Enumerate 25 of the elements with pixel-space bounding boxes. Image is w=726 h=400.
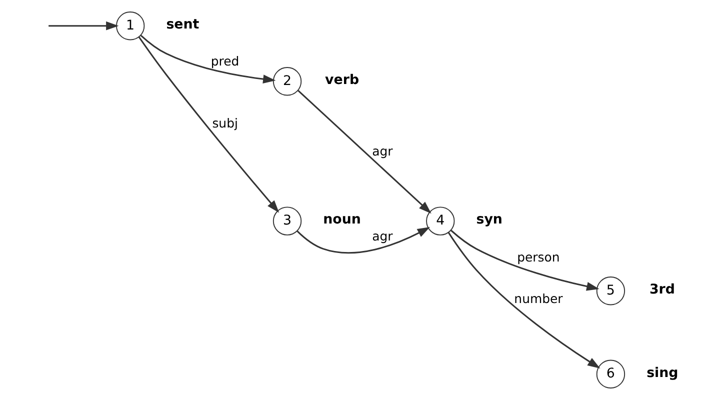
node-label: syn — [476, 212, 502, 228]
edge-label: number — [514, 290, 563, 306]
node-circle: 2 — [272, 66, 302, 96]
arrow — [48, 21, 119, 30]
node-label: sent — [166, 17, 200, 32]
edge-label: subj — [212, 116, 238, 131]
edge-label: agr — [372, 228, 393, 244]
node-label: verb — [325, 72, 360, 88]
edge-label: agr — [372, 143, 393, 158]
node-label: noun — [323, 212, 361, 228]
node-circle: 4 — [426, 206, 455, 236]
node-circle: 6 — [596, 360, 626, 389]
arrow — [138, 36, 280, 213]
edge-label: person — [517, 250, 560, 265]
node-label: 3rd — [649, 282, 675, 298]
arrow — [450, 230, 600, 291]
arrow — [296, 226, 430, 254]
arrow — [140, 34, 276, 84]
node-circle: 3 — [272, 206, 302, 236]
arrow — [298, 90, 432, 214]
arrow — [448, 232, 600, 368]
edge-label: pred — [210, 53, 240, 68]
node-circle: 5 — [596, 276, 626, 306]
node-label: sing — [646, 366, 678, 381]
node-circle: 1 — [116, 11, 145, 40]
